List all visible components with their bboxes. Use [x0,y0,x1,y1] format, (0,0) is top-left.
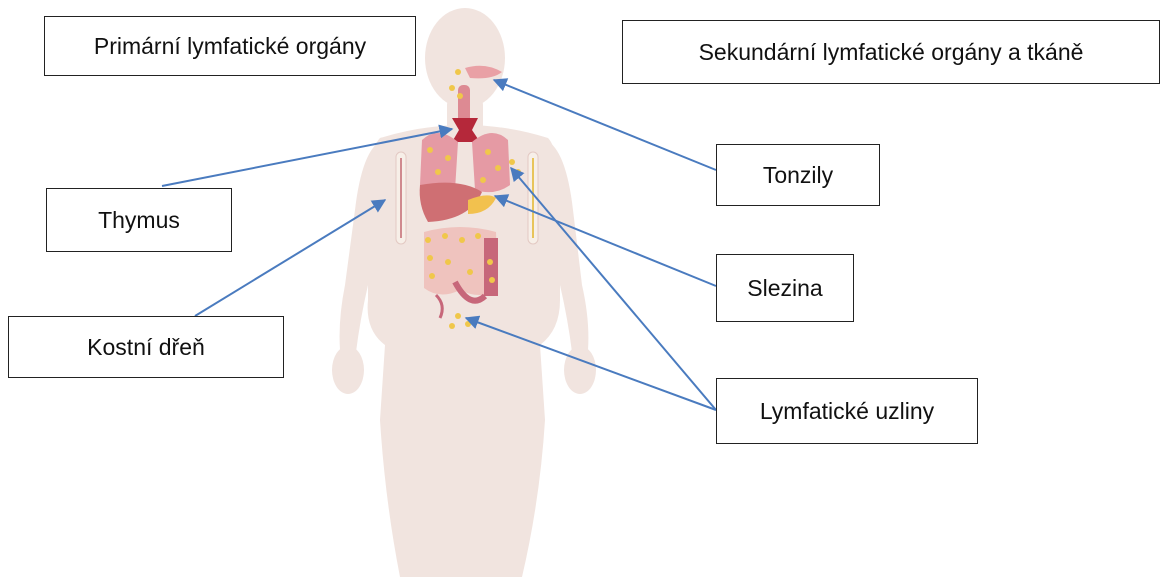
primary-organs-heading-text: Primární lymfatické orgány [94,33,366,60]
spleen-label-box: Slezina [716,254,854,322]
tonsils-label-box: Tonzily [716,144,880,206]
secondary-organs-heading-text: Sekundární lymfatické orgány a tkáně [699,39,1084,66]
lymph-nodes-label-box: Lymfatické uzliny [716,378,978,444]
secondary-organs-heading: Sekundární lymfatické orgány a tkáně [622,20,1160,84]
bone-marrow-label-box: Kostní dřeň [8,316,284,378]
tonsils-label: Tonzily [763,162,833,189]
spleen-label: Slezina [747,275,822,302]
primary-organs-heading: Primární lymfatické orgány [44,16,416,76]
thymus-label-box: Thymus [46,188,232,252]
bone-marrow-label: Kostní dřeň [87,334,205,361]
lymph-nodes-label: Lymfatické uzliny [760,398,934,425]
thymus-label: Thymus [98,207,180,234]
